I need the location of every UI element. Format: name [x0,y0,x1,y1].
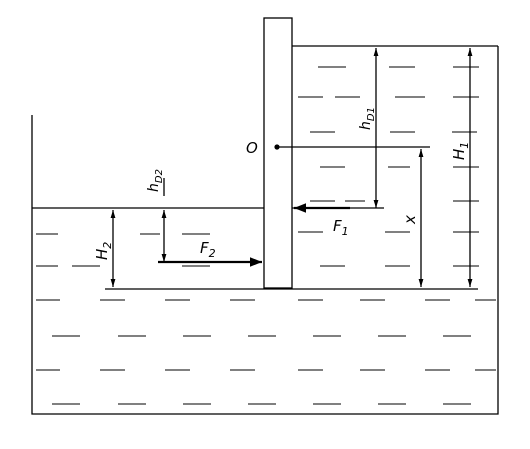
F2-label: F2 [200,239,216,260]
H1-label: H1 [450,142,471,160]
water-dashes [36,66,496,405]
F1-label: F1 [333,217,349,238]
tank-wall [31,46,499,415]
H2-label: H2 [93,242,114,260]
gate [263,17,293,289]
x-label: x [401,215,419,225]
hD1-label: hD1 [358,107,377,130]
pivot-label: O [246,139,258,157]
hD2-label: hD2 [146,169,165,192]
